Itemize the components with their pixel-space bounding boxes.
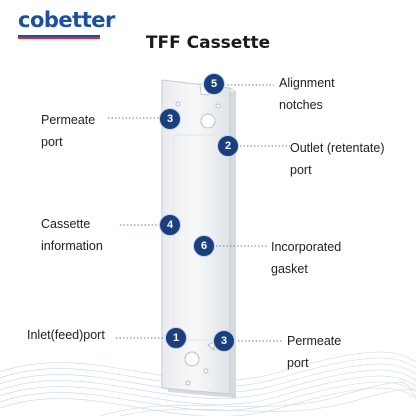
callout-badge-alignment: 5 bbox=[203, 73, 225, 95]
inlet-port bbox=[184, 351, 200, 367]
callout-badge-outlet: 2 bbox=[217, 135, 239, 157]
brand-logo: cobetter bbox=[18, 8, 115, 32]
callout-label-inlet: Inlet(feed)port bbox=[27, 328, 105, 342]
callout-badge-inlet: 1 bbox=[165, 327, 187, 349]
callout-leader-lines bbox=[108, 84, 290, 342]
background-wave-lines bbox=[0, 351, 416, 416]
page-title: TFF Cassette bbox=[145, 33, 271, 53]
callout-badge-permeate-bottom: 3 bbox=[213, 330, 235, 352]
permeate-port-top bbox=[200, 113, 216, 129]
callout-badge-cassette-info: 4 bbox=[159, 214, 181, 236]
callout-label-outlet: Outlet (retentate)port bbox=[290, 141, 385, 177]
brand-logo-stripe bbox=[18, 35, 100, 39]
callout-badge-permeate-top: 3 bbox=[159, 108, 181, 130]
callout-badge-gasket: 6 bbox=[193, 235, 215, 257]
